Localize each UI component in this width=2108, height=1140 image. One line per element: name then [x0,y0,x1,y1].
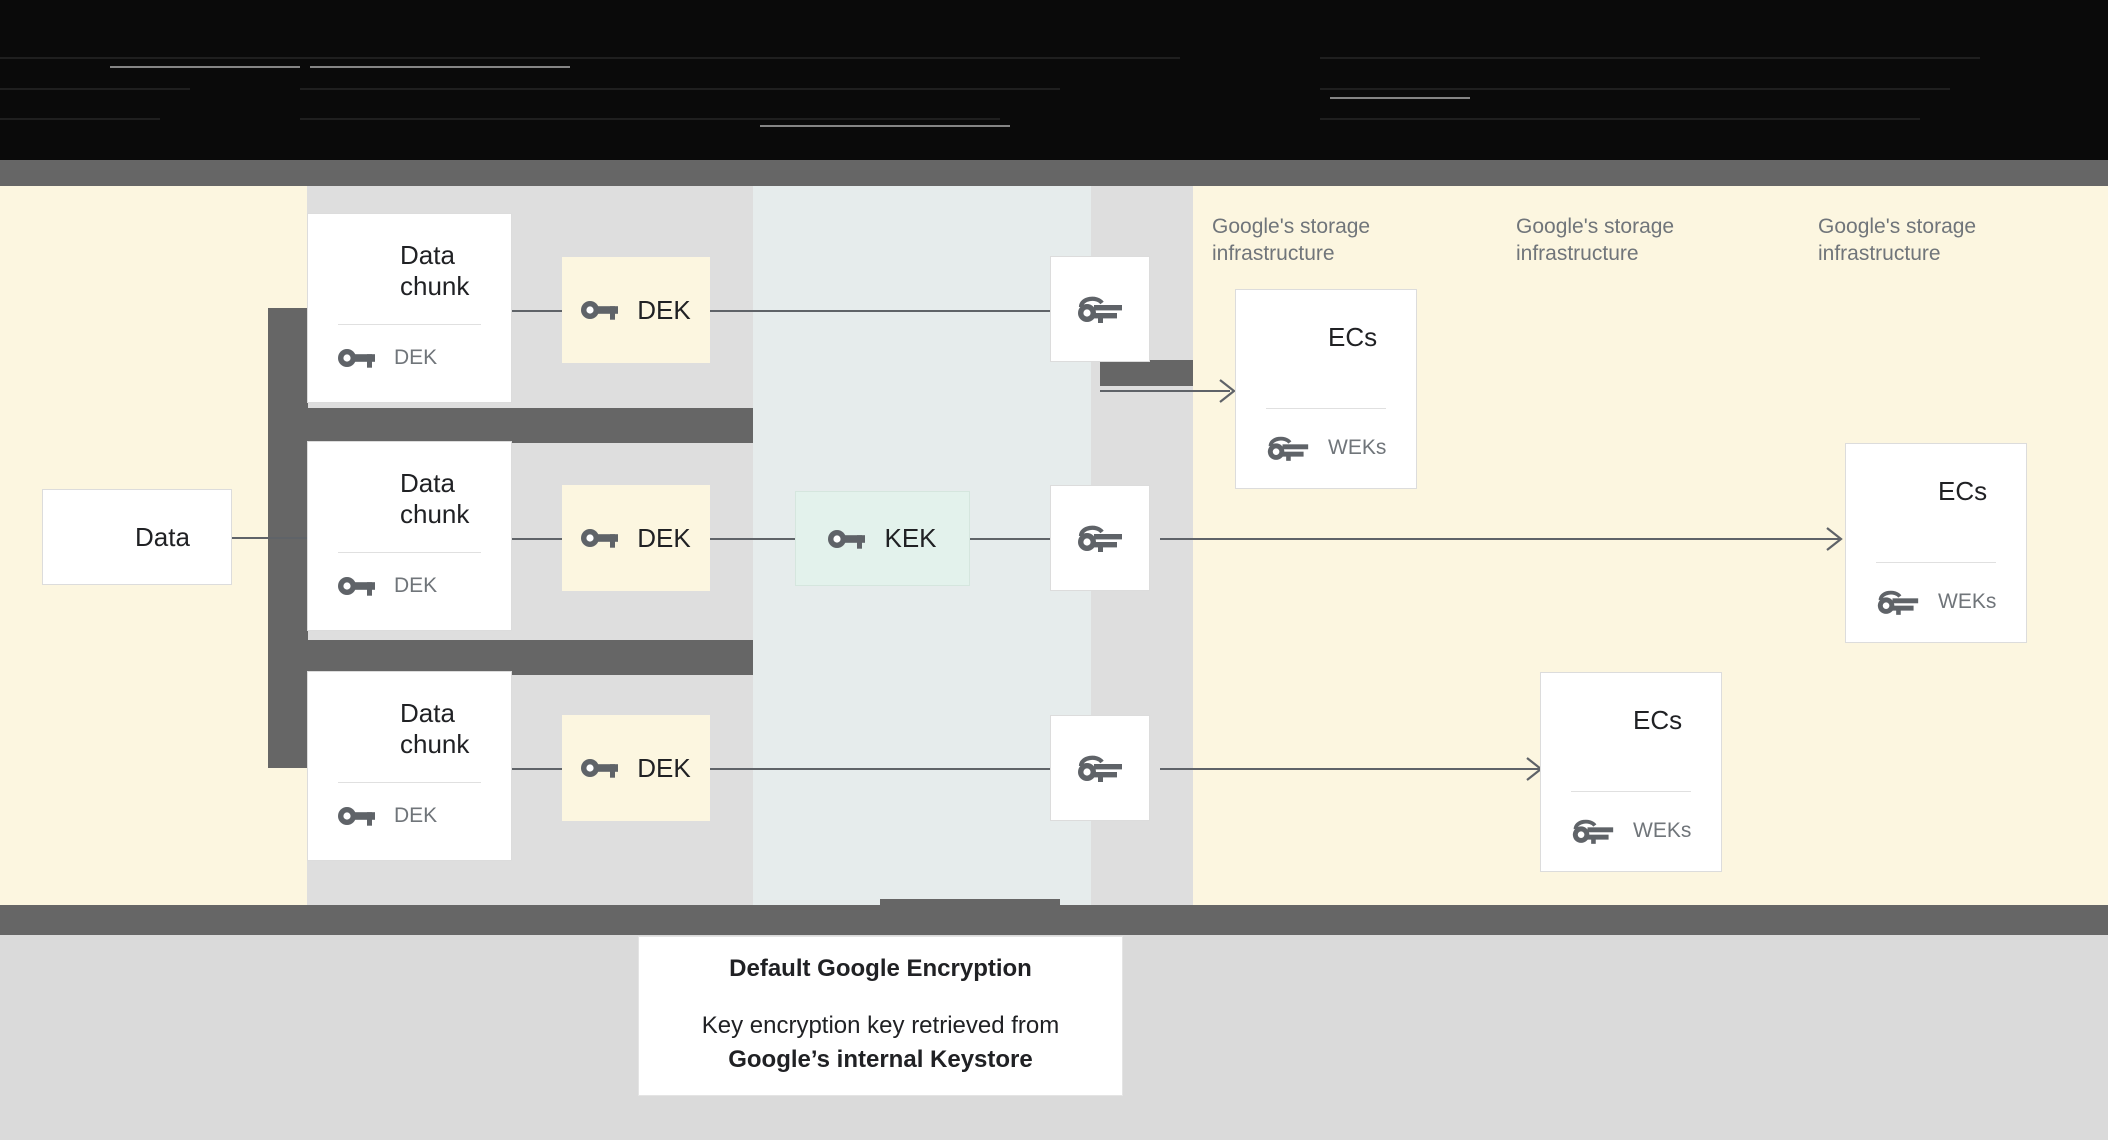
frame-bottom-bar [0,905,2108,935]
kek-chip[interactable]: KEK [795,491,970,586]
data-chunk-title: Data chunk [400,698,470,759]
wrapped-key-icon [1078,525,1122,552]
line-data-to-chunk [230,537,310,539]
line-chunk2-to-dek2 [512,538,562,540]
wrapped-key-icon [1078,755,1122,782]
caption-title: Default Google Encryption [729,955,1032,982]
data-chunk-key-label: DEK [394,574,438,597]
card-divider [338,782,481,783]
bracket-separator-1 [268,408,753,443]
wrapped-key-box-2[interactable] [1050,485,1150,591]
kek-label: KEK [884,523,937,553]
dek-chip-1[interactable]: DEK [562,257,710,363]
data-chunk-title: Data chunk [400,468,470,529]
line-chunk3-to-dek3 [512,768,562,770]
key-icon [581,529,619,548]
ec-key-label: WEKs [1938,590,1997,613]
data-chunk-key-label: DEK [394,804,438,827]
dek-label: DEK [637,522,691,553]
wek-accent-bar [1100,360,1193,386]
card-divider [1266,408,1386,409]
wrapped-key-box-1[interactable] [1050,256,1150,362]
dek-label: DEK [637,294,691,325]
line-wek2-to-ec3 [1160,538,1840,540]
data-chunk-title: Data chunk [400,240,470,301]
frame-top-bar [0,160,2108,186]
data-box[interactable]: Data [42,489,232,585]
caption-line-1: Key encryption key retrieved from [701,1012,1060,1039]
card-divider [338,552,481,553]
key-icon [581,301,619,320]
card-divider [1876,562,1996,563]
line-wek1-to-ec1 [1100,390,1230,392]
key-icon [828,529,866,549]
infra-label-3: Google's storage infrastructure [1818,215,1977,265]
data-chunk-card-1[interactable]: Data chunk DEK [307,213,512,403]
ec-box-1[interactable]: ECs WEKs [1235,289,1417,489]
caption-body: Key encryption key retrieved from Google… [702,1009,1059,1077]
line-wek3-to-ec2 [1160,768,1540,770]
ec-title: ECs [1633,705,1683,735]
arrowhead-ec1 [1219,379,1236,403]
wrapped-key-box-3[interactable] [1050,715,1150,821]
data-box-label: Data [135,521,190,552]
bracket-separator-2 [268,640,753,675]
dek-chip-3[interactable]: DEK [562,715,710,821]
ec-box-2[interactable]: ECs WEKs [1540,672,1722,872]
data-chunk-key-label: DEK [394,346,438,369]
wrapped-key-icon [1572,819,1614,844]
line-chunk1-to-dek1 [512,310,562,312]
infra-label-2: Google's storage infrastructure [1516,215,1675,265]
ec-title: ECs [1328,322,1378,352]
dek-label: DEK [637,752,691,783]
card-divider [1571,791,1691,792]
key-icon [338,577,375,596]
ec-box-3[interactable]: ECs WEKs [1845,443,2027,643]
keystore-base-bar [880,899,1060,909]
wrapped-key-icon [1877,590,1919,615]
key-icon [581,759,619,778]
infra-label-1: Google's storage infrastructure [1212,215,1371,265]
wrapped-key-icon [1267,436,1309,461]
ec-title: ECs [1938,476,1988,506]
ec-key-label: WEKs [1328,436,1387,459]
line-dek1-to-wek1 [710,310,1050,312]
ec-key-label: WEKs [1633,819,1692,842]
key-icon [338,349,375,368]
key-icon [338,807,375,826]
dek-chip-2[interactable]: DEK [562,485,710,591]
top-dark-banner [0,0,2108,160]
data-chunk-card-3[interactable]: Data chunk DEK [307,671,512,861]
card-divider [338,324,481,325]
caption-line-2: Google’s internal Keystore [728,1046,1033,1073]
data-chunk-card-2[interactable]: Data chunk DEK [307,441,512,631]
caption-box: Default Google Encryption Key encryption… [638,936,1123,1096]
arrowhead-ec3 [1826,527,1843,551]
wrapped-key-icon [1078,296,1122,323]
line-dek3-to-wek3 [710,768,1050,770]
